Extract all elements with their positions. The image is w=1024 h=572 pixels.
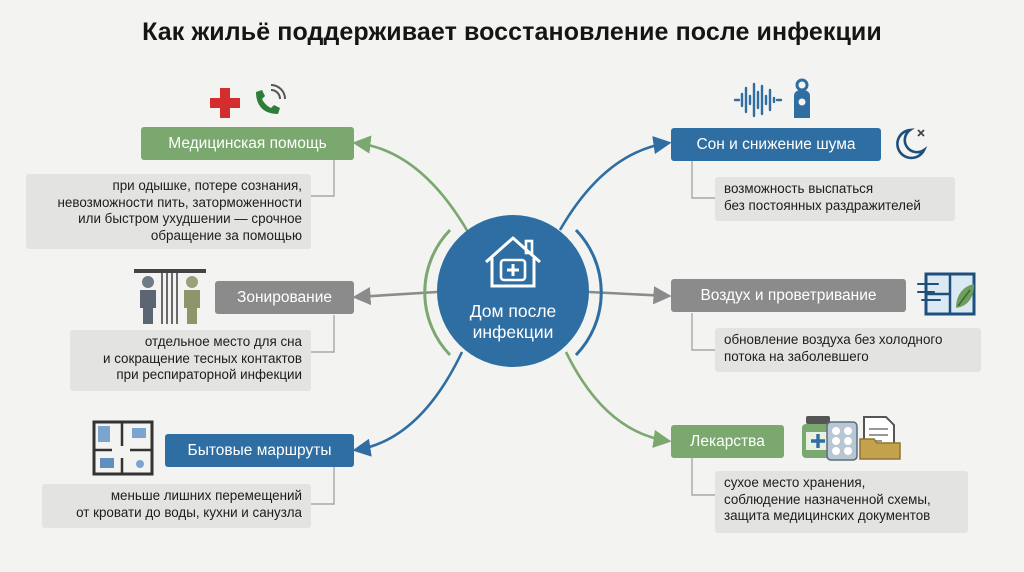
medical-cross-icon (210, 88, 240, 118)
phone-call-icon (256, 84, 286, 114)
node-zoning: Зонирование (215, 281, 354, 314)
house-plus-icon (485, 236, 541, 288)
moon-icon (896, 128, 928, 160)
medicine-jar-icon (802, 416, 834, 458)
sound-wave-icon (733, 82, 783, 118)
center-label: Дом после инфекции (469, 301, 557, 342)
connector-medical (352, 135, 470, 233)
window-air-icon (917, 272, 976, 316)
note-air: обновление воздуха без холодного потока … (715, 328, 981, 372)
node-air: Воздух и проветривание (671, 279, 906, 312)
pill-blister-icon (826, 421, 858, 461)
page-title: Как жильё поддерживает восстановление по… (142, 18, 882, 46)
connector-medicine (564, 351, 672, 448)
note-routes: меньше лишних перемещений от кровати до … (42, 484, 311, 528)
note-sleep: возможность выспаться без постоянных раз… (715, 177, 955, 221)
connector-routes (352, 351, 464, 457)
ring-arc-blue (574, 228, 603, 357)
ring-arc-green (423, 228, 452, 357)
node-medicine: Лекарства (671, 425, 784, 458)
floor-plan-icon (92, 420, 154, 476)
center-node (437, 215, 589, 367)
connector-sleep (558, 136, 672, 231)
room-divider-icon (134, 269, 206, 324)
note-zoning: отдельное место для сна и сокращение тес… (70, 330, 311, 391)
node-sleep: Сон и снижение шума (671, 128, 881, 161)
note-medical-help: при одышке, потере сознания, невозможнос… (26, 174, 311, 249)
door-hanger-icon (794, 78, 810, 118)
note-medicine: сухое место хранения, соблюдение назначе… (715, 471, 968, 533)
node-medical-help: Медицинская помощь (141, 127, 354, 160)
node-routes: Бытовые маршруты (165, 434, 354, 467)
document-folder-icon (859, 416, 901, 460)
